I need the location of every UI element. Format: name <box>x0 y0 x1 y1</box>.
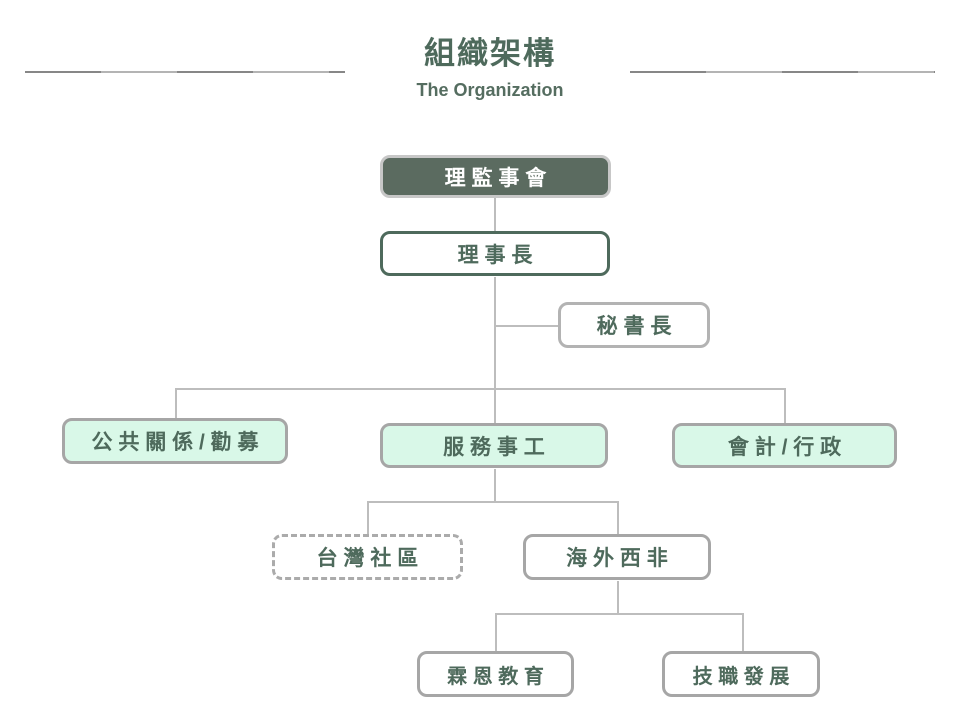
org-node-vocational-development: 技職發展 <box>662 651 820 697</box>
page-title: 組織架構 <box>424 36 556 71</box>
connector-drop-vocational <box>742 613 744 651</box>
org-node-board: 理監事會 <box>380 155 611 198</box>
connector-level6-branch <box>495 613 742 615</box>
connector-secretary-branch <box>494 325 558 327</box>
connector-level5-branch <box>367 501 617 503</box>
connector-level4-branch <box>175 388 785 390</box>
connector-drop-accounting <box>784 388 786 423</box>
connector-drop-service <box>494 388 496 423</box>
org-node-accounting-admin: 會計/行政 <box>672 423 897 468</box>
connector-service-trunk <box>494 469 496 501</box>
connector-drop-public-relations <box>175 388 177 418</box>
connector-overseas-trunk <box>617 581 619 613</box>
header-rule-left <box>25 71 345 73</box>
org-node-secretary-general: 秘書長 <box>558 302 710 348</box>
org-node-overseas-west-africa: 海外西非 <box>523 534 711 580</box>
org-node-linen-education: 霖恩教育 <box>417 651 574 697</box>
header-rule-right <box>630 71 935 73</box>
connector-board-chairman <box>494 198 496 231</box>
org-node-service-ministry: 服務事工 <box>380 423 608 468</box>
connector-chairman-trunk <box>494 277 496 388</box>
connector-drop-overseas <box>617 501 619 534</box>
org-node-taiwan-community: 台灣社區 <box>272 534 463 580</box>
org-node-chairman: 理事長 <box>380 231 610 276</box>
page-subtitle: The Organization <box>416 80 564 100</box>
connector-drop-linen <box>495 613 497 651</box>
org-node-public-relations-fundraising: 公共關係/勸募 <box>62 418 288 464</box>
connector-drop-taiwan <box>367 501 369 534</box>
